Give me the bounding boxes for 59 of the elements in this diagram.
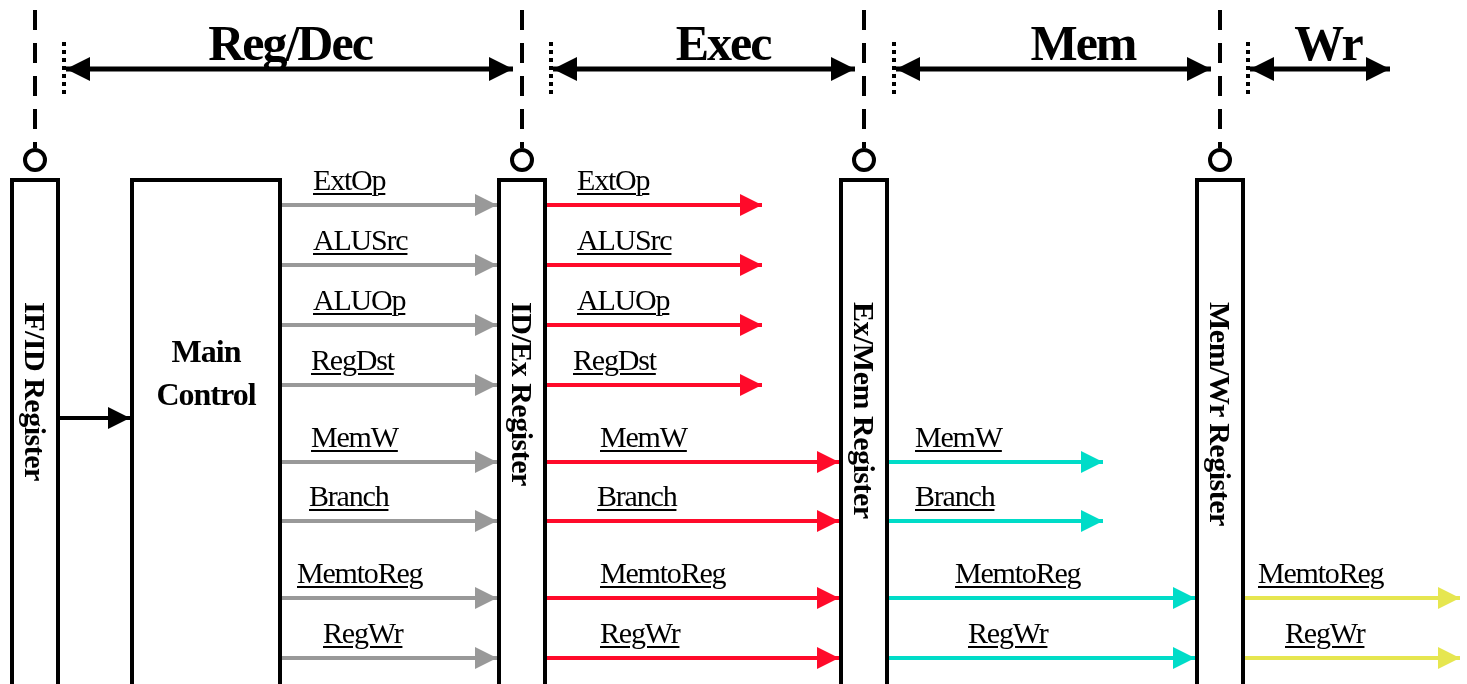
edge-label: MemW [311,422,398,452]
arrow [547,314,762,336]
arrow [282,587,497,609]
arrow [547,194,762,216]
edge-label: Branch [915,481,995,511]
arrow [282,254,497,276]
arrow [282,194,497,216]
register-label: IF/ID Register [18,302,52,481]
arrow [60,407,130,429]
arrow [1245,647,1460,669]
edge-label: RegDst [573,345,656,375]
arrow [282,451,497,473]
unit-label: Main Control [155,332,257,415]
arrow [282,314,497,336]
arrow [889,647,1195,669]
edge-label: ExtOp [313,165,386,195]
edge-label: RegWr [1285,618,1365,648]
stage-label: Exec [675,18,771,68]
edge-label: ALUOp [313,285,406,315]
pipeline-register-box [10,178,60,684]
arrow [889,451,1103,473]
arrow [282,647,497,669]
edge-label: MemtoReg [297,558,423,588]
edge-label: MemtoReg [955,558,1081,588]
arrow [889,510,1103,532]
edge-label: RegWr [600,618,680,648]
arrow [547,374,762,396]
edge-label: ALUSrc [577,225,672,255]
edge-label: ALUOp [577,285,670,315]
arrow [282,510,497,532]
stage-label: Reg/Dec [208,18,372,68]
arrow [547,254,762,276]
edge-label: RegWr [323,618,403,648]
register-label: ID/Ex Register [505,302,539,486]
arrow [282,374,497,396]
arrow [547,647,839,669]
edge-label: ALUSrc [313,225,408,255]
edge-label: ExtOp [577,165,650,195]
arrow [547,510,839,532]
edge-label: MemW [600,422,687,452]
edge-label: Branch [309,481,389,511]
register-label: Ex/Mem Register [847,302,881,519]
arrow [547,587,839,609]
pipeline-register-box [1195,178,1245,684]
stage-label: Wr [1294,18,1362,68]
edge-label: MemtoReg [600,558,726,588]
arrow [1245,587,1460,609]
edge-label: MemtoReg [1258,558,1384,588]
edge-label: RegDst [311,345,394,375]
arrow [889,587,1195,609]
register-label: Mem/Wr Register [1203,302,1237,526]
arrow [547,451,839,473]
control-unit-box [130,178,282,684]
edge-label: RegWr [968,618,1048,648]
pipeline-register-box [497,178,547,684]
stage-label: Mem [1030,18,1136,68]
edge-label: MemW [915,422,1002,452]
pipeline-register-box [839,178,889,684]
edge-label: Branch [597,481,677,511]
